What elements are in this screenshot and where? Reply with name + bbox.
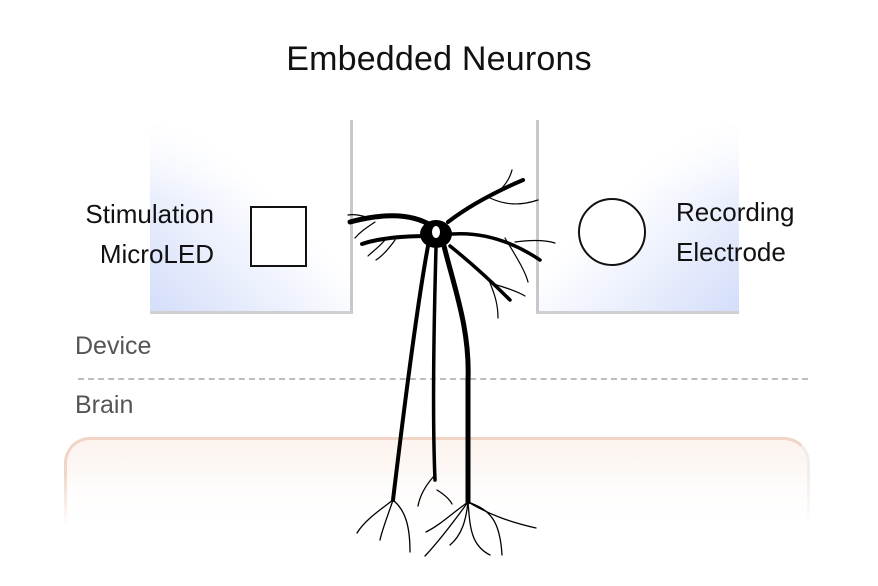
brain-region <box>63 437 811 532</box>
dendrite <box>450 231 542 262</box>
terminal-branch <box>436 489 453 505</box>
device-brain-divider <box>78 378 808 380</box>
stimulation-label-line2: MicroLED <box>99 239 214 269</box>
stimulation-label-line1: Stimulation <box>85 199 214 229</box>
terminal-branch <box>467 501 503 556</box>
terminal-branch <box>424 501 469 557</box>
dendrite-branch <box>354 221 376 239</box>
brain-layer-label: Brain <box>75 391 134 419</box>
terminal-branch <box>425 501 469 533</box>
recording-label-line1: Recording <box>676 197 795 227</box>
recording-label-line2: Electrode <box>676 237 786 267</box>
terminal-branch <box>392 499 411 553</box>
dendrite-branch <box>489 282 526 297</box>
dendrite-branch <box>504 237 529 283</box>
stimulation-label: Stimulation MicroLED <box>40 194 214 274</box>
dendrite-branch <box>367 239 386 257</box>
device-layer-label: Device <box>75 332 152 360</box>
axon <box>441 243 471 505</box>
terminal-branch <box>356 499 394 534</box>
square-led-icon <box>250 206 307 267</box>
axon <box>391 244 430 502</box>
terminal-branch <box>467 501 491 556</box>
dendrite-branch <box>347 214 371 219</box>
axon <box>431 246 438 482</box>
diagram-title: Embedded Neurons <box>286 40 592 78</box>
terminal-branch <box>417 475 435 507</box>
dendrite-branch <box>489 282 499 319</box>
dendrite-branch <box>489 197 539 205</box>
circle-electrode-icon <box>578 198 646 266</box>
terminal-branch <box>449 501 469 546</box>
dendrite <box>446 178 525 224</box>
nucleus <box>432 226 440 238</box>
dendrite-branch <box>499 169 513 191</box>
dendrite <box>448 244 512 302</box>
dendrite-branch <box>514 240 556 244</box>
recording-label: Recording Electrode <box>676 192 856 272</box>
terminal-branch <box>467 501 537 529</box>
dendrite <box>347 213 435 229</box>
terminal-branch <box>379 499 394 541</box>
dendrite-branch <box>375 239 396 261</box>
